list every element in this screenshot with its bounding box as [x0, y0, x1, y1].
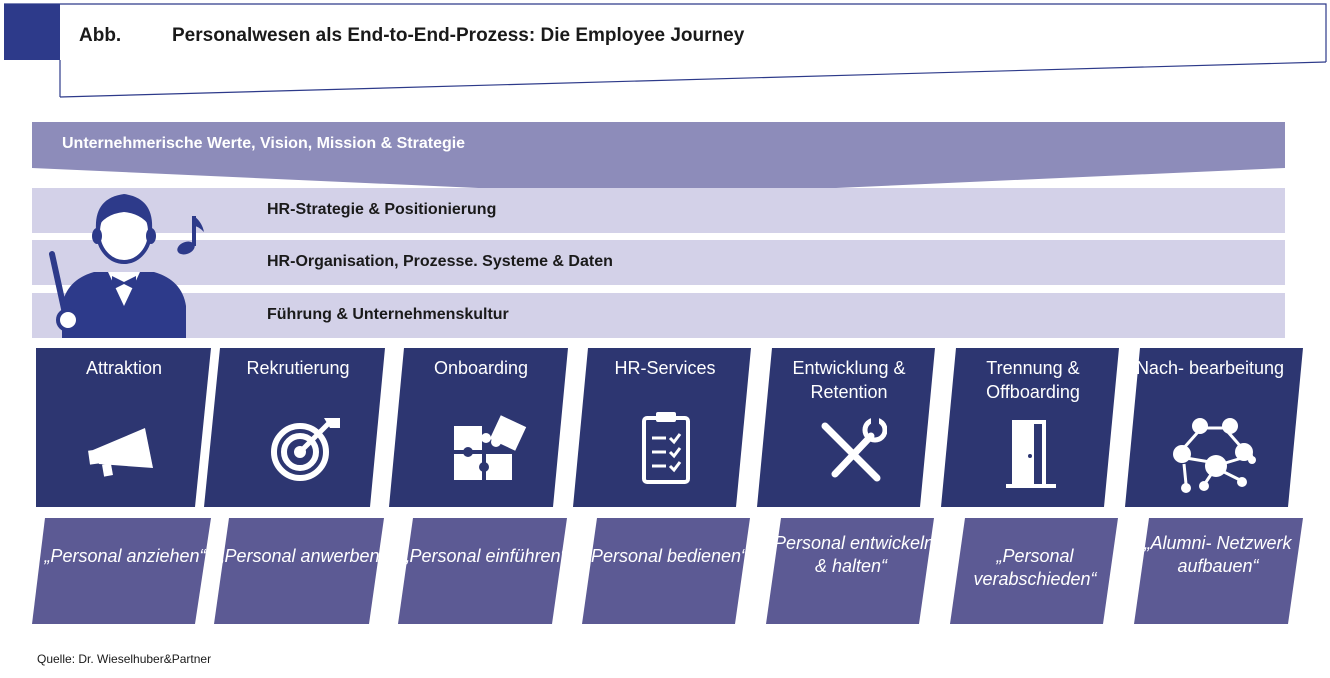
layer-hr-strategy: HR-Strategie & Positionierung — [32, 188, 1285, 233]
conductor-icon — [49, 194, 204, 338]
header-accent-block — [4, 4, 60, 60]
stage-shape-rekrutierung — [204, 348, 385, 624]
stage-desc-trennung: „Personal verabschieden“ — [973, 546, 1097, 589]
target-icon — [271, 418, 340, 481]
tools-icon — [821, 418, 887, 482]
layer-leadership: Führung & Unternehmenskultur — [32, 293, 1285, 338]
stage-desc-onboarding: „Personal einführen“ — [403, 546, 567, 566]
stage-shape-entwicklung — [757, 348, 935, 624]
figure-title: Personalwesen als End-to-End-Prozess: Di… — [172, 25, 745, 46]
header-frame-line — [4, 3, 1327, 62]
checklist-icon — [642, 412, 690, 484]
stage-shape-attraktion — [32, 348, 211, 624]
figure-label: Abb. — [79, 25, 122, 46]
stage-title-hr-services: HR-Services — [614, 358, 716, 378]
values-band-text: Unternehmerische Werte, Vision, Mission … — [62, 135, 466, 152]
layer-hr-organisation: HR-Organisation, Prozesse. Systeme & Dat… — [32, 240, 1285, 285]
puzzle-icon — [454, 415, 527, 480]
stage-desc-rekrutierung: „Personal anwerben“ — [218, 546, 386, 566]
source-note: Quelle: Dr. Wieselhuber&Partner — [37, 652, 212, 666]
door-icon — [1006, 420, 1056, 488]
stage-desc-entwicklung: „Personal entwickeln & halten“ — [767, 533, 935, 576]
stage-title-attraktion: Attraktion — [85, 358, 163, 378]
stage-desc-hr-services: „Personal bedienen“ — [584, 546, 748, 566]
header-slanted-line — [59, 61, 1327, 98]
megaphone-icon — [88, 428, 153, 477]
stage-desc-attraktion: „Personal anziehen“ — [44, 546, 206, 566]
stage-title-nachbearbeitung: Nach- bearbeitung — [1135, 358, 1285, 378]
stage-shape-hr-services — [573, 348, 751, 624]
stage-title-trennung: Trennung & Offboarding — [986, 358, 1080, 402]
stage-desc-nachbearbeitung: „Alumni- Netzwerk aufbauen“ — [1144, 533, 1292, 576]
layer-hr-organisation-text: HR-Organisation, Prozesse. Systeme & Dat… — [267, 253, 613, 270]
stage-title-onboarding: Onboarding — [433, 358, 529, 378]
layer-hr-strategy-text: HR-Strategie & Positionierung — [267, 201, 497, 218]
stage-title-rekrutierung: Rekrutierung — [246, 358, 350, 378]
stage-shape-onboarding — [389, 348, 568, 624]
layer-leadership-text: Führung & Unternehmenskultur — [267, 306, 509, 323]
network-icon — [1173, 418, 1256, 493]
stage-title-entwicklung: Entwicklung & Retention — [792, 358, 906, 402]
values-band — [32, 122, 1285, 196]
